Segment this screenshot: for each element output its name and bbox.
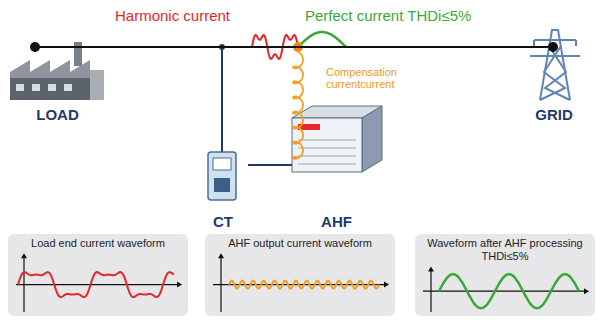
ct-core (214, 178, 230, 192)
ahf-node: AHF (288, 100, 385, 232)
axis-arrow (428, 266, 434, 271)
tower-icon (530, 30, 580, 100)
axis-arrow (177, 282, 182, 288)
ct-body (208, 152, 236, 200)
axis-arrow (218, 253, 224, 258)
node-label: AHF output current waveform (228, 237, 372, 250)
harmonic-waveform (18, 272, 174, 297)
ahf-vent (298, 148, 356, 149)
x-axis (16, 284, 178, 285)
tower-arm (534, 39, 576, 41)
ct-window (213, 158, 231, 170)
ahf-vent (298, 140, 356, 141)
wire-path (35, 47, 553, 52)
load-node: LOAD (5, 52, 110, 125)
node-label: Load end current waveform (31, 237, 165, 250)
factory-window (32, 84, 40, 91)
wire-path (248, 164, 292, 166)
factory-chimney (74, 42, 82, 66)
node-label: GRID (535, 106, 573, 123)
waveform-panel: Waveform after AHF processing THDi≤5% (415, 234, 595, 316)
compensation-waveform (229, 281, 379, 289)
ahf-vent (298, 164, 356, 165)
node-label: AHF (321, 213, 352, 230)
factory-window (16, 84, 24, 91)
factory-wall (10, 78, 90, 100)
node-label: CT (213, 213, 233, 230)
factory-side (90, 70, 104, 100)
node-label: LOAD (36, 106, 79, 123)
clean-wave (298, 32, 346, 47)
axis-arrow (584, 288, 589, 294)
compensation-coil (293, 52, 303, 159)
current-label: Perfect current THDi≤5% (305, 7, 535, 24)
waveform-panel: AHF output current waveform (205, 234, 395, 316)
ahf-front (292, 118, 362, 172)
line-waveforms (252, 32, 346, 159)
tower-bracing (540, 46, 565, 100)
current-label: Harmonic current (115, 7, 285, 24)
factory-window (64, 84, 72, 91)
factory-window (48, 84, 56, 91)
node-label: Waveform after AHF processing THDi≤5% (421, 237, 589, 263)
ct-node: CT (198, 145, 248, 232)
ahf-side (362, 106, 382, 172)
axis-arrow (384, 282, 389, 288)
axis-arrow (21, 253, 27, 258)
tower-insulator (533, 40, 535, 46)
ahf-vent (298, 156, 356, 157)
tower-insulator (575, 40, 577, 46)
grid-node: GRID (510, 52, 598, 125)
ct-tap-wire (221, 47, 223, 152)
factory-icon (10, 42, 104, 100)
compensation-label: Compensation currentcurrent (326, 66, 414, 90)
waveform-panel: Load end current waveform (8, 234, 188, 316)
ct-icon (208, 152, 236, 200)
ahf-icon (292, 106, 382, 172)
x-axis (423, 291, 585, 292)
wire-connector (248, 165, 292, 166)
clean-waveform (439, 274, 579, 308)
wire-connector (35, 47, 553, 52)
